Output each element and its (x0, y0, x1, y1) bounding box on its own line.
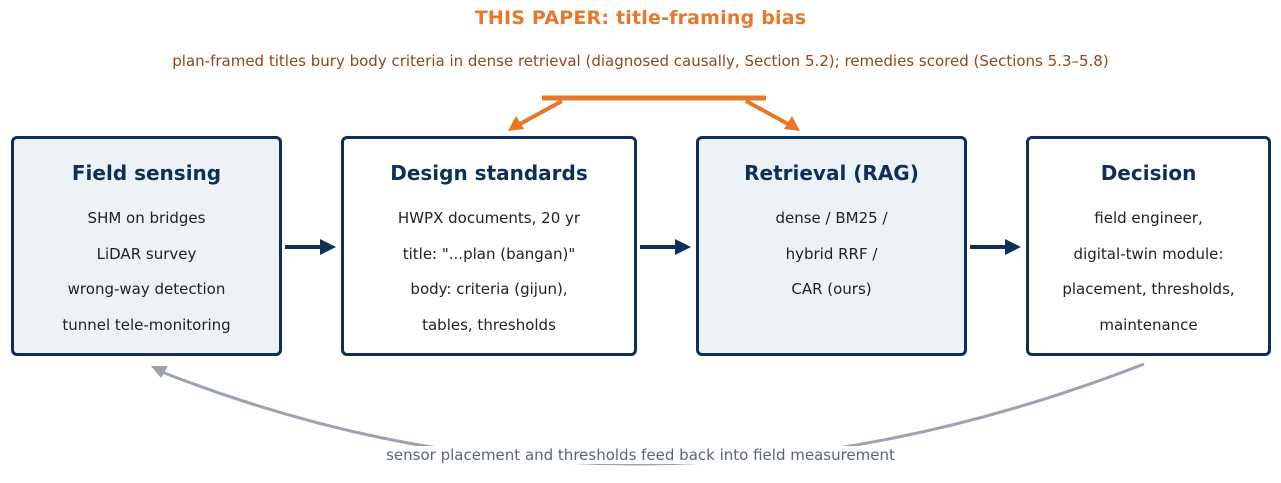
flow-arrow-3-head (1005, 239, 1021, 255)
box-title: Retrieval (RAG) (744, 161, 919, 185)
paper-title: THIS PAPER: title-framing bias (474, 7, 807, 29)
box-line: hybrid RRF / (785, 244, 878, 263)
box-line: tunnel tele-monitoring (62, 315, 231, 334)
flow-arrow-1-head (320, 239, 336, 255)
box-title: Field sensing (71, 161, 222, 185)
box-line: digital-twin module: (1073, 244, 1224, 263)
box-field-sensing: Field sensing SHM on bridges LiDAR surve… (11, 136, 282, 356)
box-line: HWPX documents, 20 yr (397, 209, 581, 227)
feedback-label: sensor placement and thresholds feed bac… (380, 446, 901, 464)
bias-arrow-left-head (508, 116, 524, 131)
box-title: Decision (1100, 161, 1197, 185)
paper-subtitle: plan-framed titles bury body criteria in… (172, 52, 1109, 70)
feedback-label-row: sensor placement and thresholds feed bac… (0, 446, 1281, 464)
box-line: SHM on bridges (87, 209, 206, 227)
flow-arrow-2-head (675, 239, 691, 255)
box-line: title: "...plan (bangan)" (402, 244, 576, 263)
box-line: maintenance (1099, 315, 1198, 334)
feedback-arrow-head (151, 366, 168, 378)
box-line: CAR (ours) (791, 280, 872, 298)
box-title: Design standards (390, 161, 588, 185)
box-line: wrong-way detection (67, 280, 226, 298)
box-retrieval-rag: Retrieval (RAG) dense / BM25 / hybrid RR… (696, 136, 967, 356)
box-line: tables, thresholds (422, 315, 556, 334)
box-line: dense / BM25 / (775, 209, 888, 227)
box-line: body: criteria (gijun), (410, 280, 568, 298)
box-line: LiDAR survey (96, 244, 197, 263)
bias-arrow-right-shaft (745, 99, 789, 126)
title-bias-bracket (508, 95, 800, 131)
box-decision: Decision field engineer, digital-twin mo… (1026, 136, 1271, 356)
box-line: placement, thresholds, (1062, 280, 1235, 298)
bias-arrow-left-shaft (519, 99, 563, 126)
bias-arrow-right-head (784, 116, 800, 131)
box-line: field engineer, (1094, 209, 1203, 227)
box-design-standards: Design standards HWPX documents, 20 yr t… (341, 136, 637, 356)
